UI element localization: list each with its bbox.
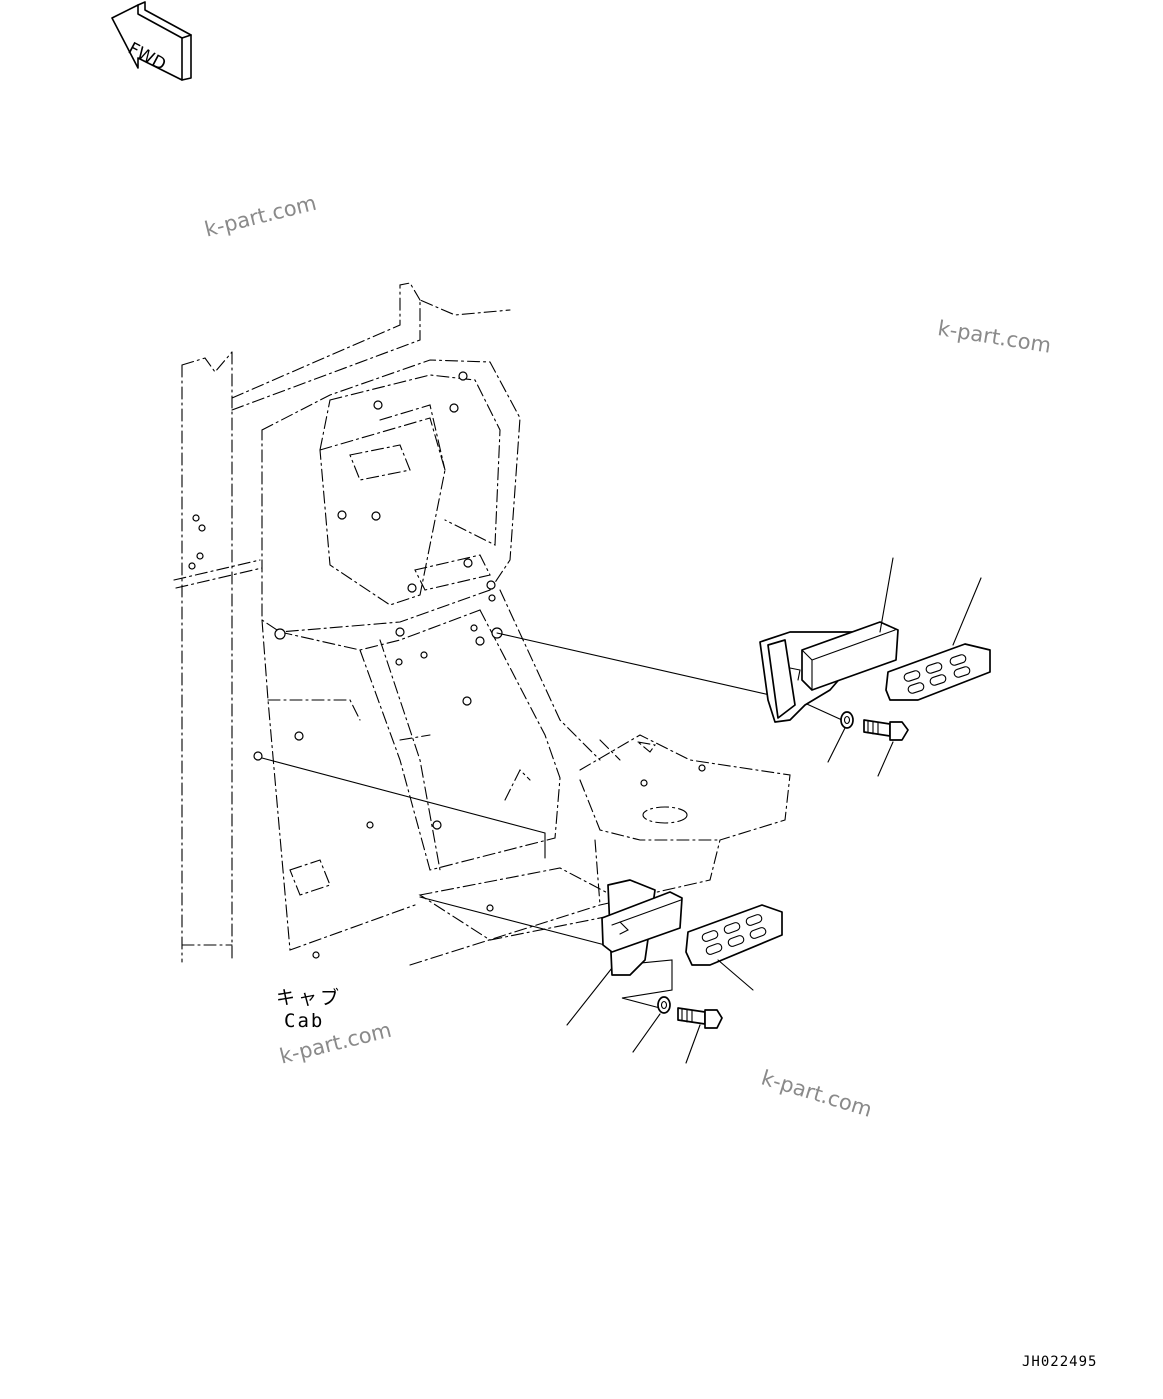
callout-leaders: [566, 557, 982, 1064]
fwd-arrow-icon: FWD: [111, 1, 192, 81]
assembly-leaders: [261, 632, 843, 1009]
cab-label-en: Cab: [284, 1010, 325, 1032]
fwd-label: FWD: [125, 39, 169, 75]
cab-structure: [173, 282, 791, 966]
mounting-holes: [188, 371, 706, 959]
cab-label-jp: キャブ: [276, 987, 343, 1009]
upper-step-assembly: [759, 621, 991, 741]
lower-step-assembly: [601, 879, 783, 1029]
drawing-number: JH022495: [1022, 1354, 1098, 1370]
